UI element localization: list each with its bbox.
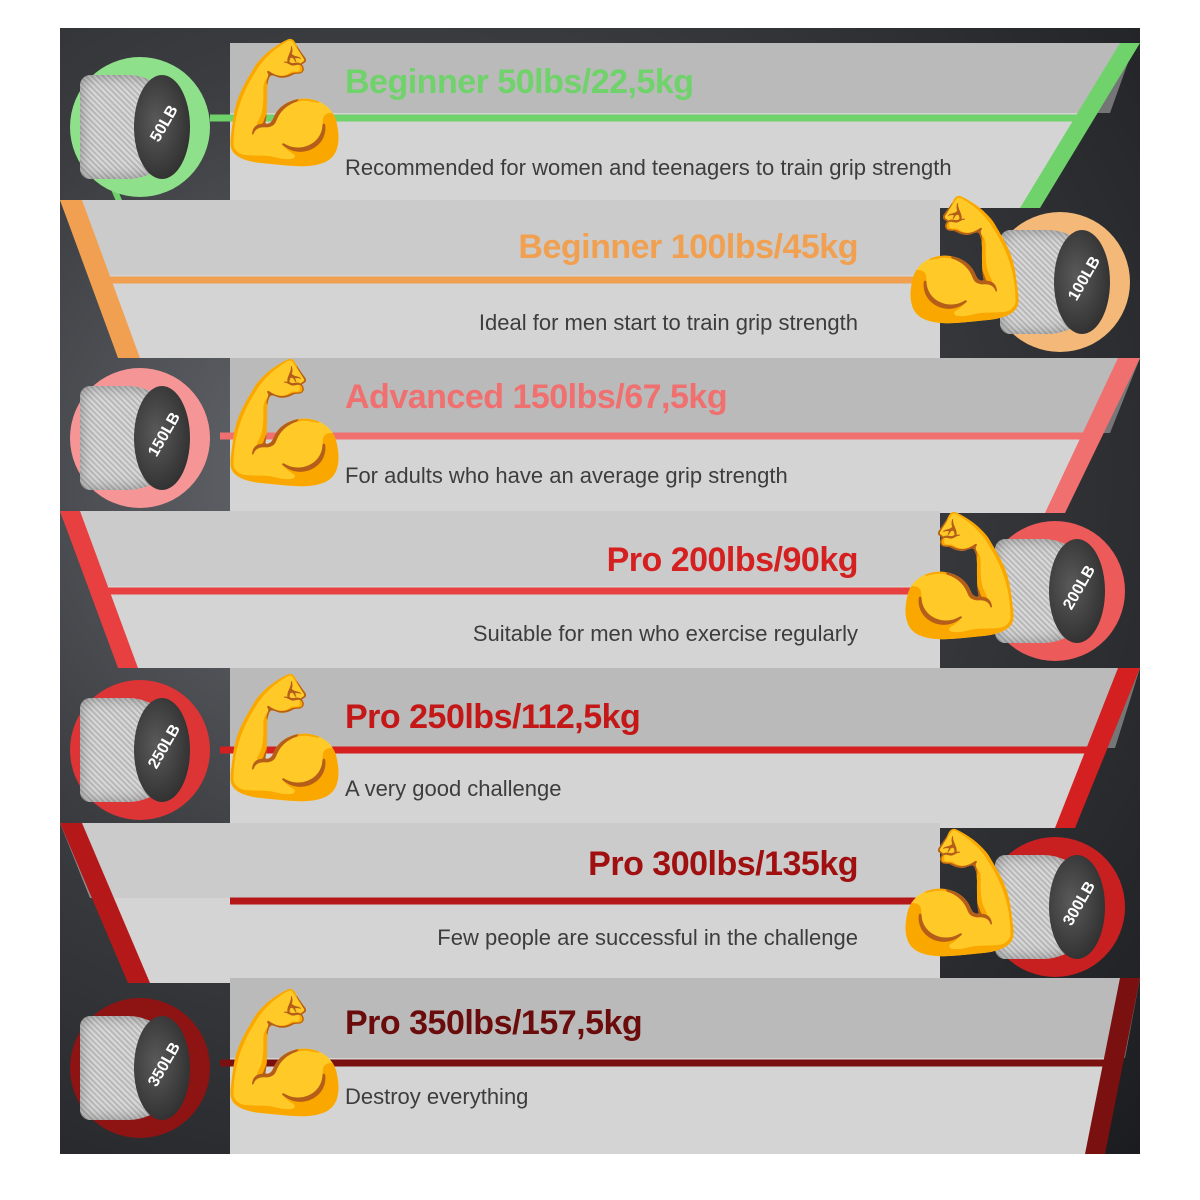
tier-band bbox=[60, 823, 960, 983]
tier-title: Beginner 100lbs/45kg bbox=[518, 228, 858, 266]
tier-title: Pro 250lbs/112,5kg bbox=[345, 698, 641, 736]
flexed-biceps-icon: 💪 bbox=[210, 986, 360, 1120]
infographic-panel: 50LB 💪 Beginner 50lbs/22,5kg Recommended… bbox=[60, 28, 1140, 1154]
weight-badge: 350LB bbox=[70, 998, 210, 1138]
tier-title: Beginner 50lbs/22,5kg bbox=[345, 63, 694, 101]
flexed-biceps-icon: 💪 bbox=[210, 36, 360, 170]
tier-beginner-100: 100LB 💪 Beginner 100lbs/45kg Ideal for m… bbox=[60, 193, 1140, 358]
tier-description: Ideal for men start to train grip streng… bbox=[478, 310, 858, 335]
tier-title: Pro 200lbs/90kg bbox=[606, 541, 859, 579]
weight-badge: 200LB bbox=[985, 521, 1125, 661]
tier-title: Advanced 150lbs/67,5kg bbox=[345, 378, 728, 416]
tier-pro-200: 200LB 💪 Pro 200lbs/90kg Suitable for men… bbox=[60, 509, 1140, 668]
weight-badge: 150LB bbox=[70, 368, 210, 508]
weight-badge: 50LB bbox=[70, 57, 210, 197]
tier-band bbox=[220, 668, 1140, 828]
tier-description: Recommended for women and teenagers to t… bbox=[345, 155, 952, 180]
weight-badge: 300LB bbox=[985, 837, 1125, 977]
tier-band bbox=[60, 511, 960, 668]
weight-badge: 250LB bbox=[70, 680, 210, 820]
tier-beginner-50: 50LB 💪 Beginner 50lbs/22,5kg Recommended… bbox=[60, 36, 1140, 211]
tier-band bbox=[220, 978, 1140, 1154]
tier-title: Pro 350lbs/157,5kg bbox=[345, 1004, 643, 1042]
flexed-biceps-icon: 💪 bbox=[210, 671, 360, 805]
tier-title: Pro 300lbs/135kg bbox=[588, 845, 858, 883]
weight-badge: 100LB bbox=[990, 212, 1130, 352]
tier-pro-300: 300LB 💪 Pro 300lbs/135kg Few people are … bbox=[60, 823, 1140, 983]
tier-description: A very good challenge bbox=[345, 776, 562, 801]
tier-description: Destroy everything bbox=[345, 1084, 529, 1109]
tier-pro-250: 250LB 💪 Pro 250lbs/112,5kg A very good c… bbox=[60, 668, 1140, 828]
tier-advanced-150: 150LB 💪 Advanced 150lbs/67,5kg For adult… bbox=[60, 358, 1140, 513]
tier-description: Few people are successful in the challen… bbox=[437, 925, 858, 950]
tier-band bbox=[220, 358, 1140, 513]
tier-band bbox=[87, 43, 1140, 211]
flexed-biceps-icon: 💪 bbox=[210, 356, 360, 490]
tier-description: Suitable for men who exercise regularly bbox=[472, 621, 858, 646]
flexed-biceps-icon: 💪 bbox=[885, 826, 1035, 960]
tier-band bbox=[60, 200, 960, 358]
flexed-biceps-icon: 💪 bbox=[890, 193, 1040, 327]
tier-description: For adults who have an average grip stre… bbox=[345, 463, 788, 488]
tier-pro-350: 350LB 💪 Pro 350lbs/157,5kg Destroy every… bbox=[60, 978, 1140, 1154]
flexed-biceps-icon: 💪 bbox=[885, 509, 1035, 643]
